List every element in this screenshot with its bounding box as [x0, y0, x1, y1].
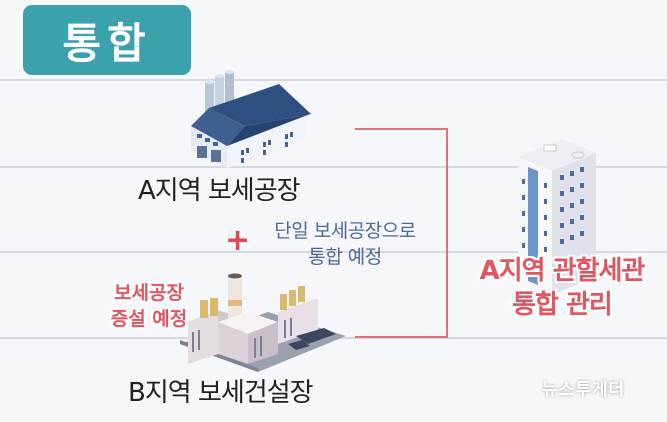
- title-badge: 통합: [23, 5, 191, 75]
- b-site-label: B지역 보세건설장: [128, 378, 314, 408]
- divider-line: [0, 79, 667, 81]
- customs-office-line2: 통합 관리: [512, 290, 613, 320]
- factory-icon: [191, 70, 311, 168]
- plus-icon: +: [225, 223, 251, 258]
- expansion-note-line2: 증설 예정: [110, 308, 188, 330]
- office-building-icon: [518, 139, 596, 295]
- a-factory-label: A지역 보세공장: [138, 176, 301, 206]
- merge-note-line1: 단일 보세공장으로: [274, 220, 416, 242]
- expansion-note-line1: 보세공장: [114, 282, 184, 304]
- expansion-note: 보세공장 증설 예정: [100, 280, 198, 332]
- customs-office-line1: A지역 관할세관: [479, 256, 646, 286]
- merge-note-line2: 통합 예정: [308, 246, 382, 268]
- bracket-connector: [355, 128, 448, 338]
- merge-note: 단일 보세공장으로 통합 예정: [250, 218, 440, 270]
- customs-office-label: A지역 관할세관 통합 관리: [462, 254, 662, 322]
- divider-line: [0, 166, 667, 168]
- watermark: 뉴스투게더: [542, 380, 626, 400]
- title-badge-label: 통합: [62, 18, 152, 68]
- construction-site-icon: [180, 273, 346, 372]
- divider-line: [0, 251, 667, 253]
